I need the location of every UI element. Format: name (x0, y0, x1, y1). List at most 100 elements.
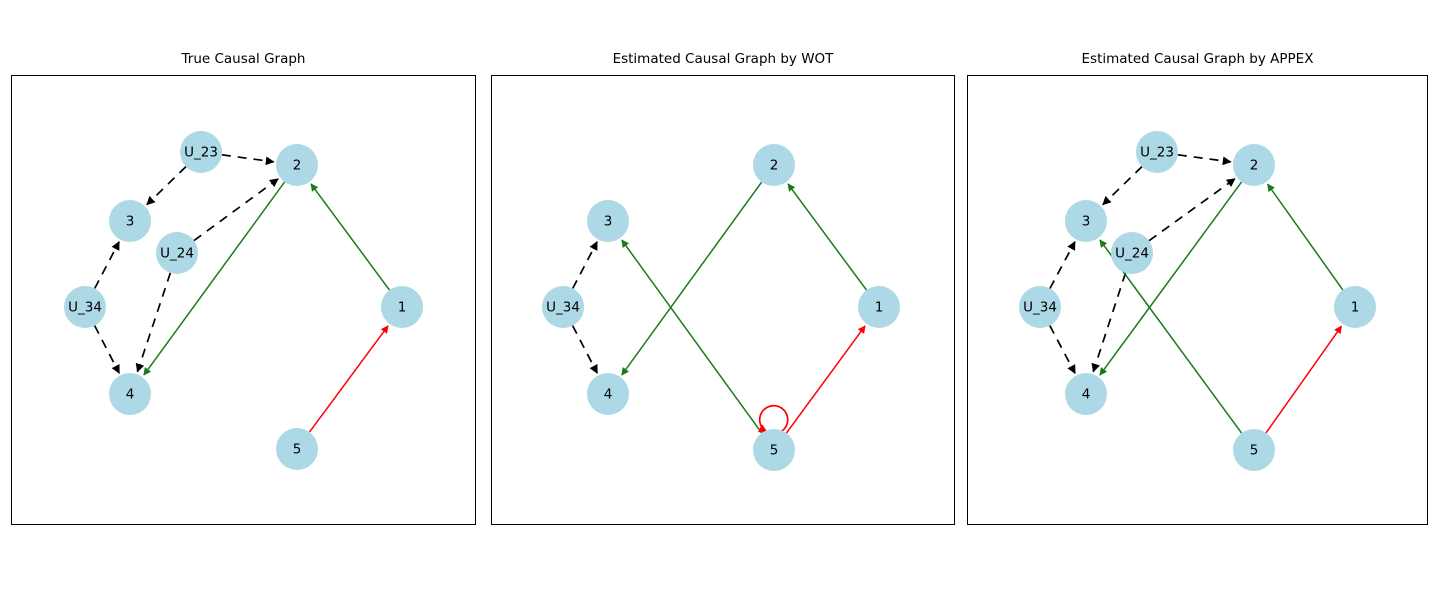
edge-U_23-to-2 (1177, 153, 1232, 166)
self-loop-5 (757, 404, 789, 433)
node-U_23[interactable]: U_23 (1136, 131, 1178, 173)
node-label-4: 4 (1082, 387, 1091, 403)
node-label-5: 5 (770, 443, 779, 459)
node-circle-2[interactable] (753, 144, 795, 186)
edge-U_34-to-3 (1049, 240, 1076, 289)
node-U_24[interactable]: U_24 (156, 232, 198, 274)
edge-U_34-to-3 (93, 241, 120, 289)
node-circle-3[interactable] (109, 200, 151, 242)
node-circle-2[interactable] (276, 144, 318, 186)
node-circle-4[interactable] (1065, 373, 1107, 415)
node-3[interactable]: 3 (109, 200, 151, 242)
edge-5-to-1 (785, 325, 866, 434)
node-label-4: 4 (126, 387, 135, 403)
node-label-U_24: U_24 (1115, 246, 1149, 262)
node-5[interactable]: 5 (276, 428, 318, 470)
node-circle-5[interactable] (1233, 429, 1275, 471)
node-circle-U_23[interactable] (180, 131, 222, 173)
edge-U_34-to-4 (1049, 325, 1076, 375)
node-label-3: 3 (126, 214, 135, 230)
edge-1-to-2 (787, 183, 868, 291)
node-U_34[interactable]: U_34 (1019, 286, 1061, 328)
node-label-1: 1 (398, 300, 407, 316)
node-label-U_23: U_23 (184, 145, 218, 161)
node-label-1: 1 (1351, 300, 1360, 316)
node-circle-3[interactable] (1065, 200, 1107, 242)
node-label-2: 2 (293, 158, 302, 174)
node-circle-U_34[interactable] (542, 286, 584, 328)
node-5[interactable]: 5 (753, 429, 795, 471)
edge-U_24-to-4 (135, 272, 172, 373)
node-label-3: 3 (1082, 214, 1091, 230)
node-circle-2[interactable] (1233, 144, 1275, 186)
node-U_23[interactable]: U_23 (180, 131, 222, 173)
edge-U_24-to-2 (1148, 178, 1236, 242)
panel-title-true-causal-graph: True Causal Graph (181, 51, 306, 67)
node-4[interactable]: 4 (1065, 373, 1107, 415)
node-circle-4[interactable] (587, 373, 629, 415)
edge-2-to-4 (143, 181, 286, 376)
node-label-U_23: U_23 (1140, 145, 1174, 161)
node-label-1: 1 (875, 300, 884, 316)
edge-U_24-to-4 (1091, 272, 1127, 373)
edge-U_24-to-2 (193, 178, 279, 242)
edge-layer (93, 153, 391, 433)
node-label-4: 4 (604, 387, 613, 403)
node-2[interactable]: 2 (1233, 144, 1275, 186)
edge-1-to-2 (310, 183, 391, 291)
node-label-U_34: U_34 (68, 300, 102, 316)
node-circle-U_34[interactable] (64, 286, 106, 328)
edge-1-to-2 (1267, 183, 1344, 291)
node-3[interactable]: 3 (1065, 200, 1107, 242)
node-circle-U_24[interactable] (156, 232, 198, 274)
node-circle-U_23[interactable] (1136, 131, 1178, 173)
edge-U_34-to-4 (571, 325, 598, 374)
node-circle-1[interactable] (381, 286, 423, 328)
node-4[interactable]: 4 (109, 373, 151, 415)
node-2[interactable]: 2 (753, 144, 795, 186)
node-3[interactable]: 3 (587, 200, 629, 242)
node-label-2: 2 (770, 158, 779, 174)
node-1[interactable]: 1 (381, 286, 423, 328)
edge-5-to-1 (1265, 325, 1343, 434)
node-layer: U_23 2 3U_24U_34 1 4 5 (64, 131, 423, 470)
node-circle-1[interactable] (1334, 286, 1376, 328)
node-layer: 2 3U_34 1 4 5 (542, 144, 900, 471)
edge-U_34-to-4 (93, 325, 120, 374)
node-circle-4[interactable] (109, 373, 151, 415)
node-circle-5[interactable] (753, 429, 795, 471)
node-U_34[interactable]: U_34 (542, 286, 584, 328)
node-circle-U_24[interactable] (1111, 232, 1153, 274)
edge-U_23-to-3 (1102, 166, 1143, 206)
node-circle-U_34[interactable] (1019, 286, 1061, 328)
edge-U_34-to-3 (571, 241, 598, 289)
edge-5-to-1 (308, 325, 389, 433)
node-label-U_34: U_34 (1023, 300, 1057, 316)
node-4[interactable]: 4 (587, 373, 629, 415)
node-label-U_24: U_24 (160, 246, 194, 262)
edge-2-to-4 (1099, 181, 1243, 376)
node-circle-1[interactable] (858, 286, 900, 328)
panel-title-estimated-causal-graph-wot: Estimated Causal Graph by WOT (612, 51, 834, 67)
node-label-3: 3 (604, 214, 613, 230)
node-U_34[interactable]: U_34 (64, 286, 106, 328)
node-1[interactable]: 1 (1334, 286, 1376, 328)
edge-5-to-3 (621, 239, 763, 434)
node-circle-3[interactable] (587, 200, 629, 242)
edge-U_23-to-2 (221, 153, 275, 166)
panel-title-estimated-causal-graph-appex: Estimated Causal Graph by APPEX (1081, 51, 1314, 67)
node-2[interactable]: 2 (276, 144, 318, 186)
node-U_24[interactable]: U_24 (1111, 232, 1153, 274)
node-1[interactable]: 1 (858, 286, 900, 328)
node-label-U_34: U_34 (546, 300, 580, 316)
node-circle-5[interactable] (276, 428, 318, 470)
node-layer: U_23 2 3U_24U_34 1 4 5 (1019, 131, 1376, 471)
node-5[interactable]: 5 (1233, 429, 1275, 471)
node-label-2: 2 (1250, 158, 1259, 174)
node-label-5: 5 (1250, 443, 1259, 459)
edge-2-to-4 (621, 181, 763, 376)
